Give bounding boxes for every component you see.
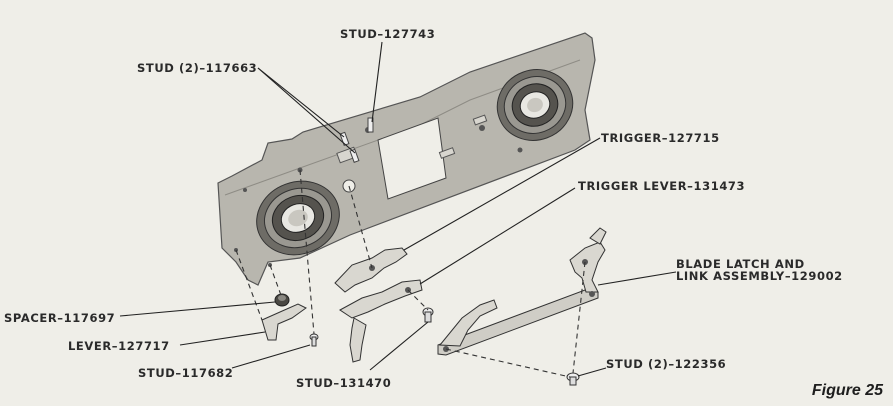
- figure-caption: Figure 25: [811, 382, 883, 399]
- stud-131470-part: [422, 307, 434, 323]
- label-blade-latch-line2: LINK ASSEMBLY–129002: [676, 269, 843, 283]
- stud-122356-part: [566, 372, 580, 386]
- label-stud-122356: STUD (2)–122356: [606, 357, 727, 371]
- label-stud-117682: STUD–117682: [138, 366, 234, 380]
- left-lens-barrel: [256, 180, 340, 256]
- blade-latch-link-assembly: [437, 227, 607, 356]
- leader-lines: [119, 41, 677, 377]
- label-lever-127717: LEVER–127717: [68, 339, 170, 353]
- label-stud-127743: STUD–127743: [340, 27, 436, 41]
- label-blade-latch-line1: BLADE LATCH AND: [676, 257, 805, 271]
- hook-part: [349, 317, 367, 363]
- right-lens-barrel: [496, 69, 574, 141]
- plate-studs: [339, 117, 374, 163]
- lever-part: [261, 303, 307, 341]
- assembly-dashed-lines: [235, 169, 586, 378]
- label-trigger-127715: TRIGGER–127715: [601, 131, 720, 145]
- stud-117682-part: [309, 333, 319, 347]
- label-stud-131470: STUD–131470: [296, 376, 392, 390]
- label-trigger-lever-131473: TRIGGER LEVER–131473: [578, 179, 746, 193]
- label-spacer-117697: SPACER–117697: [4, 311, 116, 325]
- label-stud-117663: STUD (2)–117663: [137, 61, 258, 75]
- spacer-part: [274, 293, 290, 307]
